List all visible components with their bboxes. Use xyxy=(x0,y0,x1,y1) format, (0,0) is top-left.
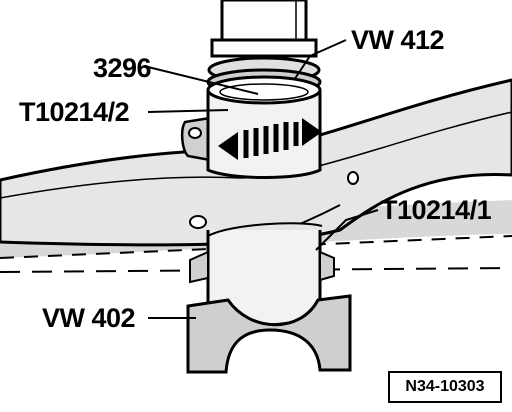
label-t10214-2: T10214/2 xyxy=(19,97,130,127)
bracket-lug-hole xyxy=(188,127,202,139)
sleeve-t10214-1-edge xyxy=(299,204,341,225)
figure-reference: N34-10303 xyxy=(388,371,502,403)
subframe-hole-left xyxy=(189,215,207,229)
sleeve-lower-left-jaw xyxy=(189,250,209,284)
spindle-collar xyxy=(210,38,318,58)
label-vw402: VW 402 xyxy=(42,303,136,333)
arrow-icon xyxy=(218,118,322,160)
tube-dash-line xyxy=(0,235,512,259)
leader-vw412 xyxy=(293,39,347,81)
leader-t10214-2 xyxy=(147,109,229,113)
label-t10214-1: T10214/1 xyxy=(381,195,492,225)
sleeve-t10214-2-inner-rim xyxy=(219,83,309,101)
label-3296: 3296 xyxy=(93,53,152,83)
sleeve-lower-right-jaw xyxy=(319,250,335,282)
leader-3296 xyxy=(147,66,259,95)
sleeve-t10214-1-rim xyxy=(207,222,323,237)
subframe-hole-right xyxy=(347,171,359,185)
label-vw412: VW 412 xyxy=(351,25,445,55)
support-vw402 xyxy=(186,294,352,374)
leader-lines xyxy=(147,39,379,319)
bracket-lug xyxy=(180,116,212,162)
leader-t10214-1 xyxy=(315,209,379,251)
